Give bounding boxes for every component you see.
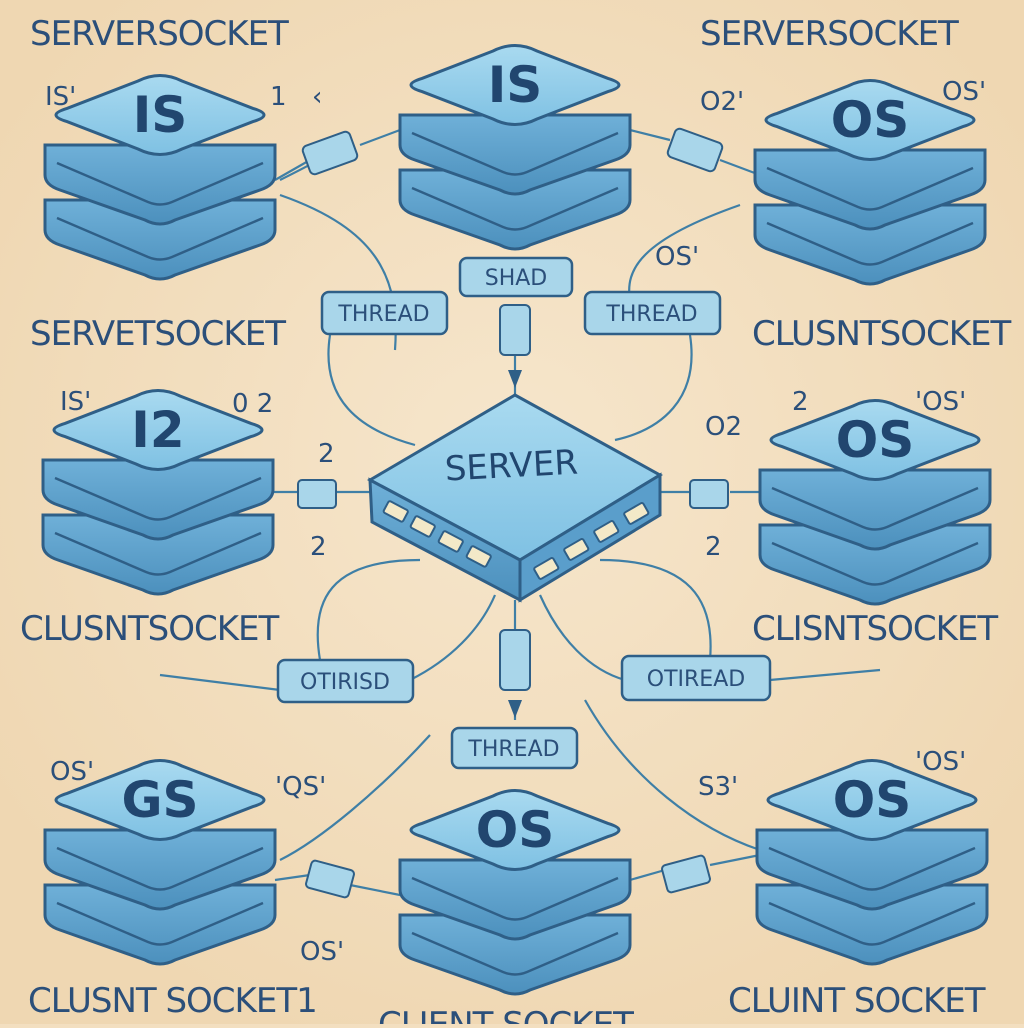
note-two-left-b: 2 (310, 532, 327, 562)
node-top-center-label: IS (488, 56, 543, 114)
note-os-bottom: OS' (300, 937, 344, 967)
node-top-center[interactable]: IS (398, 44, 632, 251)
label-bottom-right: CLUINT SOCKET (728, 981, 986, 1021)
note-o2-top: O2' (700, 87, 744, 117)
note-os-right: 'OS' (915, 387, 966, 417)
note-os-bottom-left: OS' (50, 757, 94, 787)
connector-plugs (297, 127, 729, 899)
thread-boxes (276, 256, 772, 770)
connection-wires (159, 128, 881, 897)
note-os-top-right: OS' (942, 77, 986, 107)
node-mid-right[interactable]: OS (758, 399, 992, 606)
node-top-left[interactable]: IS (43, 74, 277, 281)
node-top-right-label: OS (831, 91, 910, 149)
thread-bottom-left: OTIRISD (300, 670, 390, 695)
label-bottom-center: CLIENT SOCKET (378, 1005, 634, 1024)
node-bottom-right-label: OS (833, 771, 912, 829)
label-row2-left: CLUSNTSOCKET (20, 609, 280, 649)
diagram-text: SERVERSOCKET SERVERSOCKET SERVETSOCKET C… (20, 14, 1013, 1028)
note-is-top-left: IS' (45, 82, 76, 112)
node-bottom-left-label: GS (121, 771, 198, 829)
node-bottom-left[interactable]: GS (43, 759, 277, 966)
note-os-bottom-right: 'OS' (915, 747, 966, 777)
note-two-left-a: 2 (318, 439, 335, 469)
server-label: SERVER (444, 443, 579, 490)
thread-shad: SHAD (485, 266, 548, 291)
label-mid-left: SERVETSOCKET (30, 314, 286, 354)
note-two-right-b: 2 (705, 532, 722, 562)
node-mid-left[interactable]: I2 (41, 389, 275, 596)
note-two-right: 2 (792, 387, 809, 417)
node-mid-right-label: OS (836, 411, 915, 469)
note-s3: S3' (698, 772, 738, 802)
node-top-right[interactable]: OS (753, 79, 987, 286)
note-one-top: 1 (270, 82, 287, 112)
thread-left: THREAD (337, 302, 429, 327)
thread-bottom-right: OTIREAD (647, 667, 745, 692)
node-bottom-right[interactable]: OS (755, 759, 989, 966)
label-bottom-left: CLUSNT SOCKET1 (28, 981, 317, 1021)
label-top-left: SERVERSOCKET (30, 14, 289, 54)
thread-bottom-center: THREAD (467, 737, 559, 762)
label-top-right: SERVERSOCKET (700, 14, 959, 54)
connector-arrows (508, 370, 522, 718)
note-qs: 'QS' (275, 772, 326, 802)
note-is-left: IS' (60, 387, 91, 417)
node-top-left-label: IS (133, 86, 188, 144)
server-device[interactable] (366, 393, 663, 603)
node-bottom-center[interactable]: OS (398, 789, 632, 996)
thread-right: THREAD (605, 302, 697, 327)
label-row2-right: CLISNTSOCKET (752, 609, 998, 649)
note-zero2: 0 2 (232, 389, 273, 419)
node-bottom-center-label: OS (476, 801, 555, 859)
note-os-mid: OS' (655, 242, 699, 272)
note-dot-top: ‹ (312, 82, 322, 112)
label-mid-right: CLUSNTSOCKET (752, 314, 1012, 354)
note-o2-right: O2 (705, 412, 742, 442)
node-mid-left-label: I2 (131, 401, 184, 459)
